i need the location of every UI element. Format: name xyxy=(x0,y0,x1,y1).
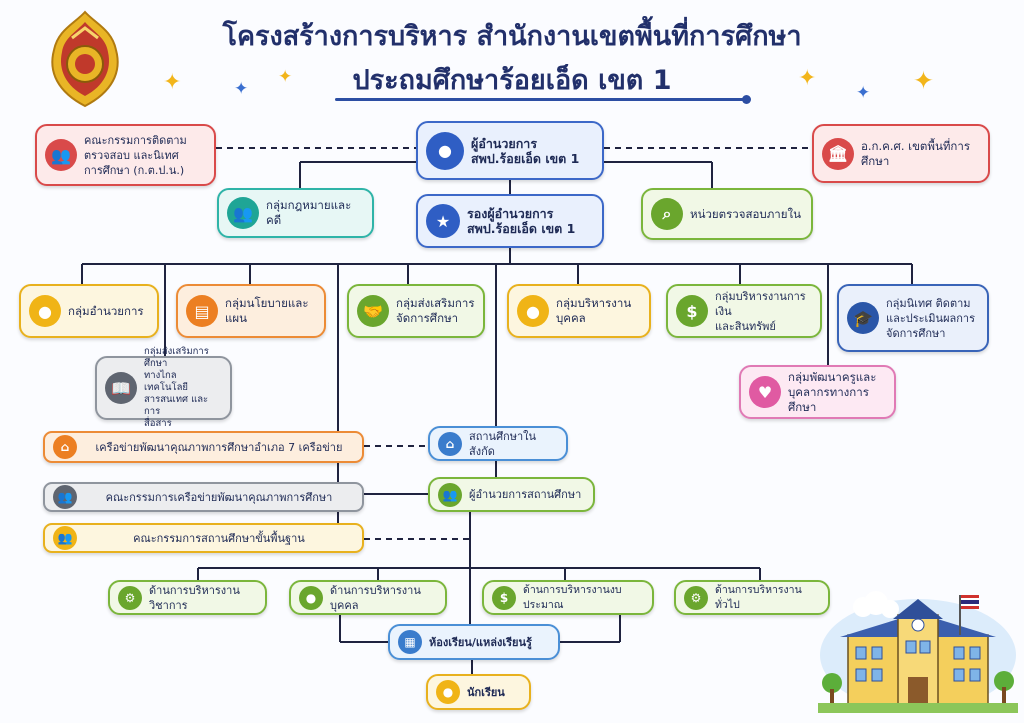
policy-label: กลุ่มนโยบายและแผน xyxy=(225,296,309,325)
students-box[interactable]: ● นักเรียน xyxy=(426,674,531,710)
academic-label: ด้านการบริหารงานวิชาการ xyxy=(149,583,240,612)
dollar-icon: $ xyxy=(492,585,516,610)
group-icon: 👥 xyxy=(53,485,77,509)
school-director-box[interactable]: 👥 ผู้อำนวยการสถานศึกษา xyxy=(428,477,595,512)
heart-icon: ♥ xyxy=(749,376,781,408)
user-gear-icon: ⚙ xyxy=(118,585,142,610)
star-icon: ✦ xyxy=(234,79,249,99)
schools-box[interactable]: ⌂ สถานศึกษาในสังกัด xyxy=(428,426,568,461)
network-committee-box[interactable]: 👥 คณะกรรมการเครือข่ายพัฒนาคุณภาพการศึกษา xyxy=(43,482,364,512)
committee-monitor-label: คณะกรรมการติดตาม ตรวจสอบ และนิเทศ การศึก… xyxy=(84,133,187,177)
akhs-box[interactable]: 🏛 อ.ก.ค.ศ. เขตพื้นที่การ ศึกษา xyxy=(812,124,990,183)
legal-label: กลุ่มกฎหมายและคดี xyxy=(266,198,352,227)
audit-box[interactable]: ⌕ หน่วยตรวจสอบภายใน xyxy=(641,188,813,240)
star-icon: ✦ xyxy=(163,70,182,95)
user-icon: ● xyxy=(299,585,323,610)
distance-label: กลุ่มส่งเสริมการศึกษา ทางไกล เทคโนโลยี ส… xyxy=(144,346,209,429)
deputy-box[interactable]: ★ รองผู้อำนวยการ สพป.ร้อยเอ็ด เขต 1 xyxy=(416,194,604,248)
group-icon: 👥 xyxy=(438,482,462,507)
star-icon: ✦ xyxy=(278,67,293,87)
group-icon: 👥 xyxy=(53,526,77,550)
network-committee-label: คณะกรรมการเครือข่ายพัฒนาคุณภาพการศึกษา xyxy=(105,490,333,504)
dollar-icon: $ xyxy=(676,295,708,327)
gear-icon: ⚙ xyxy=(684,585,708,610)
group-icon: 👥 xyxy=(45,139,77,171)
supervision-box[interactable]: 🎓 กลุ่มนิเทศ ติดตาม และประเมินผลการ จัดก… xyxy=(837,284,989,352)
teacher-dev-box[interactable]: ♥ กลุ่มพัฒนาครูและ บุคลากรทางการศึกษา xyxy=(739,365,896,419)
classroom-label: ห้องเรียน/แหล่งเรียนรู้ xyxy=(429,635,532,649)
basic-committee-box[interactable]: 👥 คณะกรรมการสถานศึกษาขั้นพื้นฐาน xyxy=(43,523,364,553)
distance-box[interactable]: 📖 กลุ่มส่งเสริมการศึกษา ทางไกล เทคโนโลยี… xyxy=(95,346,232,429)
classroom-box[interactable]: ▦ ห้องเรียน/แหล่งเรียนรู้ xyxy=(388,624,560,660)
deputy-label: รองผู้อำนวยการ สพป.ร้อยเอ็ด เขต 1 xyxy=(467,206,576,236)
user-icon: ● xyxy=(426,131,464,170)
star-icon: ✦ xyxy=(856,83,871,103)
handshake-icon: 🤝 xyxy=(357,295,389,327)
school-building-illustration xyxy=(818,591,1018,713)
academic-box[interactable]: ⚙ ด้านการบริหารงานวิชาการ xyxy=(108,580,267,615)
group-icon: 👥 xyxy=(227,197,259,229)
director-label: ผู้อำนวยการ สพป.ร้อยเอ็ด เขต 1 xyxy=(471,135,580,166)
title-underline xyxy=(335,95,751,104)
promotion-box[interactable]: 🤝 กลุ่มส่งเสริมการ จัดการศึกษา xyxy=(347,284,485,338)
budget-box[interactable]: $ ด้านการบริหารงานงบประมาณ xyxy=(482,580,654,615)
page-subtitle: ประถมศึกษาร้อยเอ็ด เขต 1 xyxy=(352,65,672,96)
document-icon: ▤ xyxy=(186,295,218,327)
policy-box[interactable]: ▤ กลุ่มนโยบายและแผน xyxy=(176,284,326,338)
page-title: โครงสร้างการบริหาร สำนักงานเขตพื้นที่การ… xyxy=(222,21,802,52)
network7-label: เครือข่ายพัฒนาคุณภาพการศึกษาอำเภอ 7 เครื… xyxy=(95,440,343,454)
general-label: ด้านการบริหารงานทั่วไป xyxy=(715,583,802,611)
admin-box[interactable]: ● กลุ่มอำนวยการ xyxy=(19,284,159,338)
personnel-side-box[interactable]: ● ด้านการบริหารงานบุคคล xyxy=(289,580,447,615)
supervision-label: กลุ่มนิเทศ ติดตาม และประเมินผลการ จัดการ… xyxy=(886,296,975,340)
school-icon: ⌂ xyxy=(438,431,462,456)
students-label: นักเรียน xyxy=(467,685,505,699)
school-icon: ⌂ xyxy=(53,435,77,459)
personnel-label: กลุ่มบริหารงานบุคคล xyxy=(556,296,632,325)
star-icon: ✦ xyxy=(913,66,934,95)
audit-label: หน่วยตรวจสอบภายใน xyxy=(690,206,801,221)
building-columns-icon: 🏛 xyxy=(822,137,854,170)
schools-label: สถานศึกษาในสังกัด xyxy=(469,429,537,458)
network7-box[interactable]: ⌂ เครือข่ายพัฒนาคุณภาพการศึกษาอำเภอ 7 เค… xyxy=(43,431,364,463)
budget-label: ด้านการบริหารงานงบประมาณ xyxy=(523,583,622,611)
akhs-label: อ.ก.ค.ศ. เขตพื้นที่การ ศึกษา xyxy=(861,138,971,168)
personnel-side-label: ด้านการบริหารงานบุคคล xyxy=(330,583,421,612)
graduation-cap-icon: 🎓 xyxy=(847,302,879,334)
badge-star-icon: ★ xyxy=(426,204,460,238)
user-icon: ● xyxy=(29,295,61,327)
star-icon: ✦ xyxy=(798,66,817,91)
ministry-emblem-logo xyxy=(51,10,119,108)
magnifier-icon: ⌕ xyxy=(651,198,683,230)
school-director-label: ผู้อำนวยการสถานศึกษา xyxy=(469,488,582,501)
basic-committee-label: คณะกรรมการสถานศึกษาขั้นพื้นฐาน xyxy=(133,531,305,545)
finance-label: กลุ่มบริหารงานการเงิน และสินทรัพย์ xyxy=(715,289,806,333)
legal-box[interactable]: 👥 กลุ่มกฎหมายและคดี xyxy=(217,188,374,238)
general-box[interactable]: ⚙ ด้านการบริหารงานทั่วไป xyxy=(674,580,830,615)
user-icon: ● xyxy=(517,295,549,327)
student-icon: ● xyxy=(436,680,460,704)
committee-monitor-box[interactable]: 👥 คณะกรรมการติดตาม ตรวจสอบ และนิเทศ การศ… xyxy=(35,124,216,186)
classroom-icon: ▦ xyxy=(398,630,422,654)
book-icon: 📖 xyxy=(105,372,137,404)
personnel-box[interactable]: ● กลุ่มบริหารงานบุคคล xyxy=(507,284,651,338)
admin-label: กลุ่มอำนวยการ xyxy=(68,303,144,318)
finance-box[interactable]: $ กลุ่มบริหารงานการเงิน และสินทรัพย์ xyxy=(666,284,822,338)
director-box[interactable]: ● ผู้อำนวยการ สพป.ร้อยเอ็ด เขต 1 xyxy=(416,121,604,180)
teacher-dev-label: กลุ่มพัฒนาครูและ บุคลากรทางการศึกษา xyxy=(788,369,877,414)
promotion-label: กลุ่มส่งเสริมการ จัดการศึกษา xyxy=(396,296,475,325)
